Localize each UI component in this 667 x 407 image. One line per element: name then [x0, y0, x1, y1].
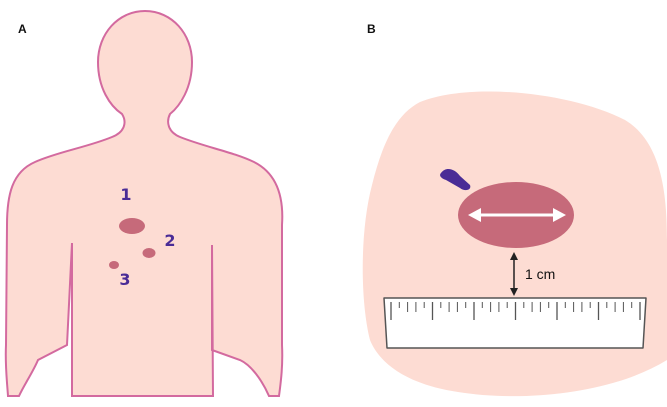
body-silhouette — [6, 11, 283, 396]
lesion-number-3: 3 — [119, 270, 130, 289]
ruler — [384, 298, 646, 348]
lesion-number-2: 2 — [164, 231, 175, 250]
panel-b: 1 cm — [363, 92, 667, 397]
lesion-3 — [109, 261, 119, 269]
lesion-number-1: 1 — [120, 185, 131, 204]
panel-a: 1 2 3 — [6, 11, 283, 396]
lesion-2 — [143, 248, 156, 258]
distance-label: 1 cm — [525, 266, 555, 282]
lesion-1 — [119, 218, 145, 234]
